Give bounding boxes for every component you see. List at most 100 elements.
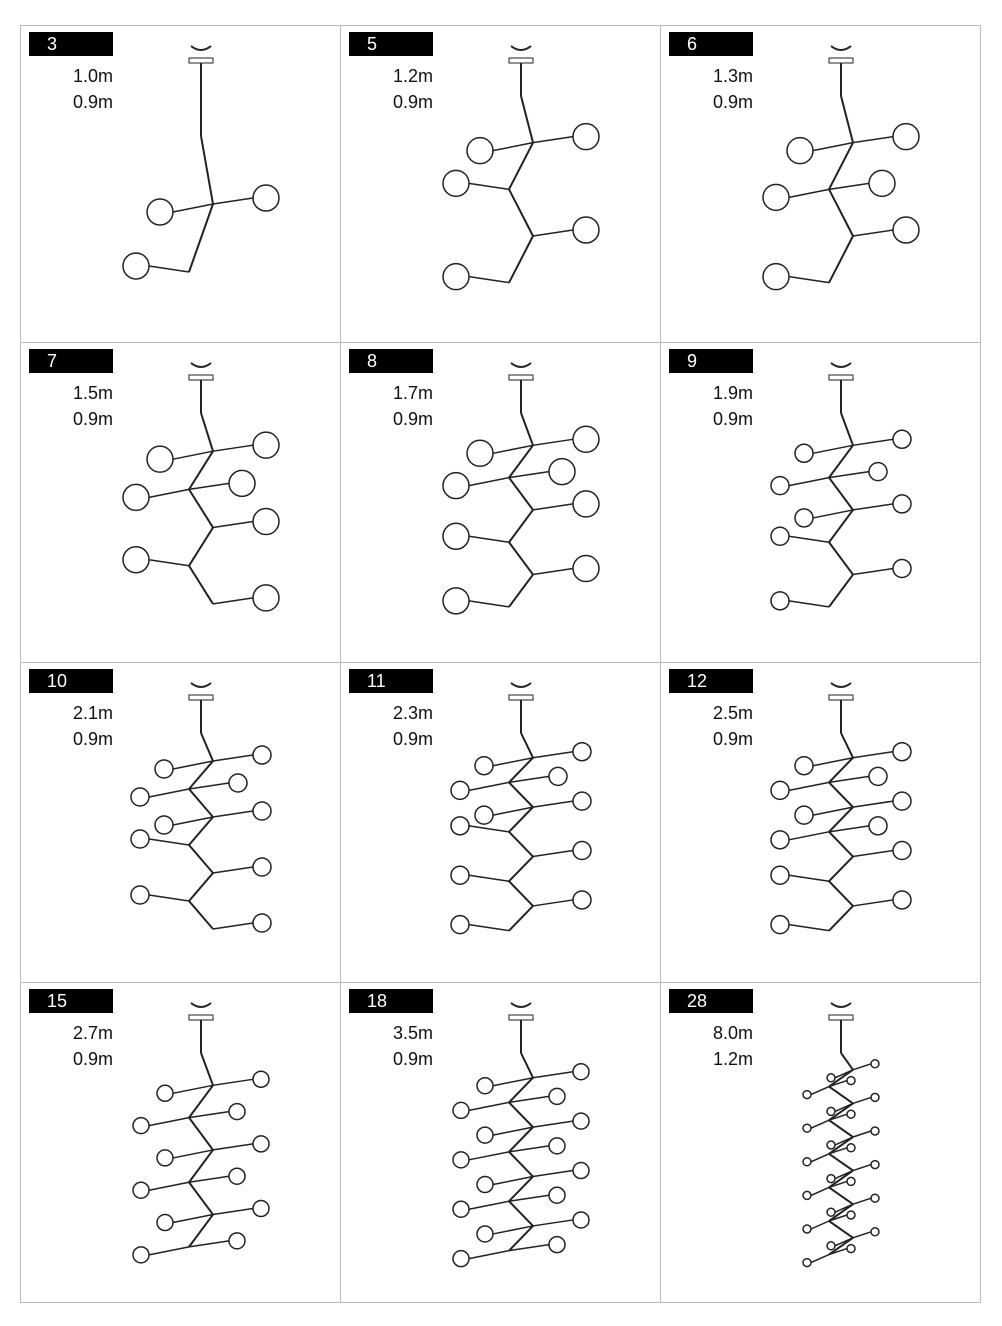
length-label: 2.5m	[712, 703, 753, 723]
branch-arm	[148, 558, 190, 567]
glass-globe	[450, 816, 470, 836]
glass-globe	[572, 1211, 590, 1229]
chandelier-drawing	[442, 45, 600, 291]
spine-segment	[508, 1101, 534, 1128]
head-count-badge: 6	[669, 32, 753, 56]
glass-globe	[132, 1181, 150, 1199]
branch-arm	[212, 444, 254, 452]
glass-globe	[802, 1257, 812, 1268]
length-label: 8.0m	[712, 1023, 753, 1043]
glass-globe	[442, 587, 470, 615]
length-label: 1.5m	[72, 383, 113, 403]
glass-globe	[122, 252, 150, 280]
ceiling-plate	[188, 1014, 214, 1021]
branch-arm	[810, 1153, 830, 1163]
length-label: 1.7m	[392, 383, 433, 403]
branch-arm	[492, 1225, 534, 1235]
glass-globe	[762, 183, 790, 212]
spine-segment	[188, 760, 214, 790]
spine-segment	[828, 1085, 854, 1105]
branch-arm	[468, 182, 510, 191]
glass-globe	[802, 1089, 812, 1100]
branch-arm	[188, 1175, 230, 1183]
width-label: 0.9m	[72, 92, 113, 112]
branch-arm	[212, 810, 254, 818]
glass-globe	[868, 461, 888, 482]
branch-arm	[532, 567, 574, 576]
branch-arm	[508, 1095, 550, 1104]
spine-segment	[828, 541, 854, 576]
canopy-icon	[510, 45, 532, 51]
branch-arm	[828, 1214, 848, 1222]
branch-arm	[172, 203, 214, 213]
spine-segment	[828, 1152, 854, 1172]
glass-globe	[572, 554, 600, 583]
glass-globe	[892, 558, 912, 579]
spine-segment	[520, 412, 534, 446]
glass-globe	[548, 457, 576, 486]
glass-globe	[572, 890, 592, 910]
glass-globe	[450, 914, 470, 935]
branch-arm	[468, 1101, 510, 1112]
glass-globe	[868, 816, 888, 836]
spine-segment	[508, 1225, 534, 1252]
length-label: 3.5m	[392, 1023, 433, 1043]
glass-globe	[572, 1062, 590, 1081]
spine-segment	[828, 1236, 854, 1256]
canopy-icon	[510, 362, 532, 368]
branch-arm	[532, 750, 574, 759]
branch-arm	[532, 849, 574, 858]
branch-arm	[172, 816, 214, 826]
canopy-icon	[830, 1002, 852, 1008]
chandelier-drawing	[770, 682, 912, 935]
glass-globe	[892, 429, 912, 450]
branch-arm	[492, 141, 534, 152]
spine-segment	[188, 816, 214, 846]
glass-globe	[826, 1073, 836, 1083]
glass-globe	[802, 1190, 812, 1201]
glass-globe	[794, 443, 814, 464]
width-label: 0.9m	[72, 409, 113, 429]
glass-globe	[122, 483, 150, 512]
glass-globe	[548, 1186, 566, 1204]
branch-arm	[788, 781, 830, 792]
configuration-cell: 9 1.9m 0.9m	[660, 342, 980, 662]
glass-globe	[156, 1213, 174, 1232]
branch-arm	[852, 800, 894, 808]
spine-segment	[188, 1181, 214, 1216]
spine-segment	[828, 806, 854, 833]
head-count-badge: 12	[669, 669, 753, 693]
glass-globe	[132, 1116, 150, 1135]
spine-segment	[188, 872, 214, 902]
glass-globe	[252, 1199, 270, 1218]
spine-segment	[828, 509, 854, 543]
branch-arm	[468, 1151, 510, 1161]
branch-arm	[508, 1145, 550, 1153]
spine-segment	[508, 781, 534, 808]
width-label: 0.9m	[392, 729, 433, 749]
branch-arm	[828, 470, 870, 479]
glass-globe	[870, 1159, 880, 1170]
glass-globe	[252, 184, 280, 212]
spine-segment	[828, 1203, 854, 1222]
glass-globe	[252, 745, 272, 765]
branch-arm	[492, 806, 534, 816]
branch-arm	[212, 754, 254, 762]
branch-arm	[852, 1197, 872, 1205]
ceiling-plate	[188, 694, 214, 701]
canopy-icon	[190, 682, 212, 688]
branch-arm	[148, 894, 190, 902]
glass-globe	[452, 1101, 470, 1120]
branch-arm	[788, 874, 830, 882]
spine-segment	[508, 855, 534, 882]
branch-arm	[212, 197, 254, 205]
glass-globe	[572, 741, 592, 762]
glass-globe	[228, 1232, 246, 1250]
glass-globe	[572, 122, 600, 151]
spine-segment	[840, 732, 854, 759]
spine-segment	[188, 488, 214, 529]
chandelier-drawing	[122, 362, 280, 612]
glass-globe	[870, 1126, 880, 1136]
branch-arm	[788, 923, 830, 932]
glass-globe	[770, 475, 790, 496]
